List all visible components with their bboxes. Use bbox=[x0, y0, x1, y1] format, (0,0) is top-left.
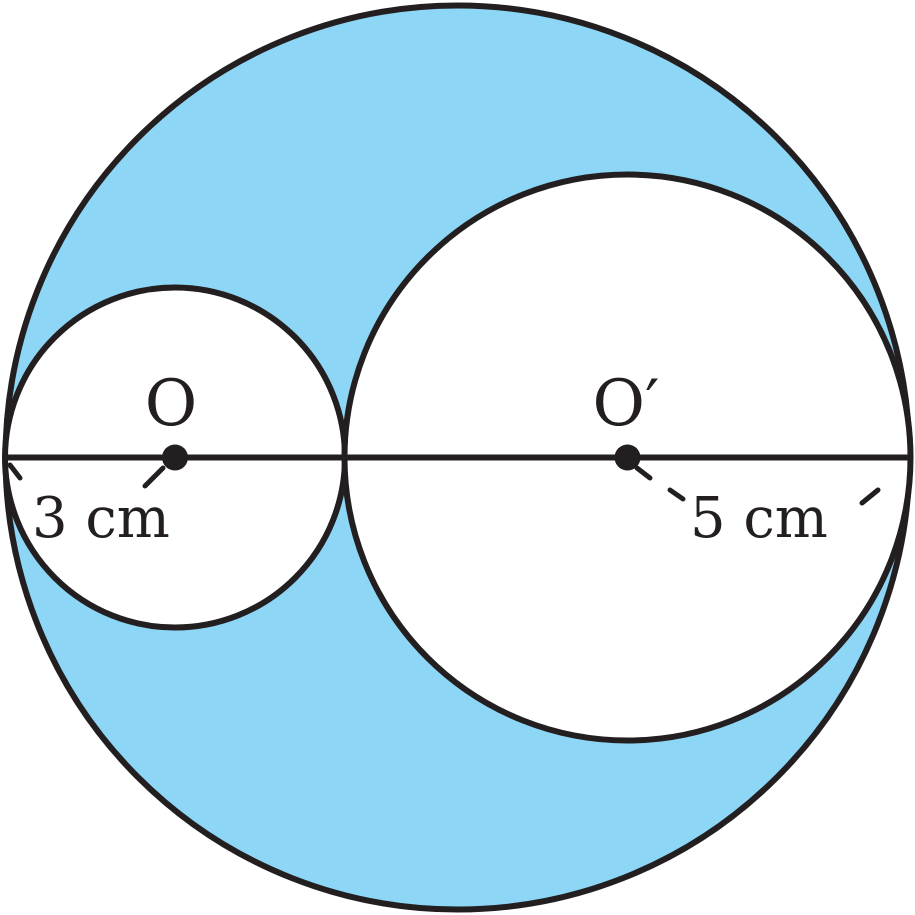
small-center-point bbox=[162, 444, 188, 471]
small-center-label: O bbox=[145, 367, 197, 441]
small-radius-label: 3 cm bbox=[32, 486, 170, 551]
large-radius-label: 5 cm bbox=[690, 486, 828, 551]
large-radius-tick-center bbox=[634, 465, 653, 481]
large-radius-tick-mid bbox=[667, 487, 686, 502]
large-center-label: O′ bbox=[593, 367, 660, 441]
large-radius-tick-end bbox=[859, 487, 881, 506]
small-radius-tick-center bbox=[142, 465, 166, 489]
small-radius-tick-left bbox=[7, 462, 23, 481]
large-center-point bbox=[614, 444, 641, 471]
